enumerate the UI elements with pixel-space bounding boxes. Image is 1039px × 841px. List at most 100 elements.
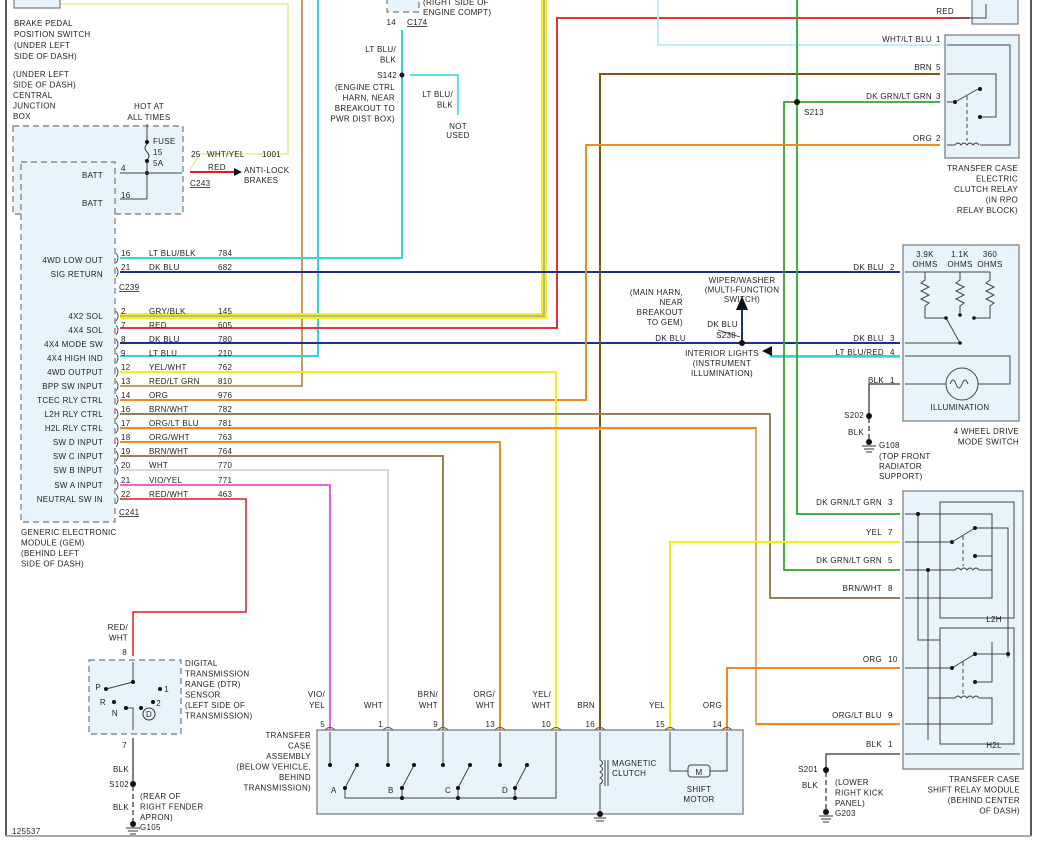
arrow-up-wiper xyxy=(736,296,748,310)
wire-color-label: RED/WHT xyxy=(149,490,188,499)
magnetic-clutch-label: CLUTCH xyxy=(612,769,646,778)
wire-color-label: ORG/WHT xyxy=(149,433,190,442)
gem-pin-label: 4WD OUTPUT xyxy=(47,368,103,377)
resistor-value: OHMS xyxy=(947,260,972,269)
circuit-number: 463 xyxy=(218,490,232,499)
shift-motor-label: SHIFT xyxy=(687,785,712,794)
transfer-case-internals xyxy=(329,732,728,812)
gem-pin-label: TCEC RLY CTRL xyxy=(37,396,103,405)
wire-red-wht-463 xyxy=(120,498,247,656)
wire-color-label: BLK xyxy=(848,428,864,437)
pin-number: 1 xyxy=(378,720,383,729)
connector-pin-symbol xyxy=(115,436,119,448)
s238-location: (MAIN HARN, xyxy=(630,288,683,297)
pin-number: 10 xyxy=(542,720,552,729)
connector-pin-symbol xyxy=(115,380,119,392)
pin-number: 2 xyxy=(121,307,126,316)
arrow-left-interior-lights xyxy=(762,346,772,356)
wire-color-label: LT BLU xyxy=(149,349,177,358)
transfer-case-title: TRANSFER xyxy=(265,731,311,740)
wire-color-label: YEL xyxy=(649,701,665,710)
dtr-sensor xyxy=(88,659,182,735)
wire-color-label: WHT xyxy=(149,461,168,470)
pin-number: 16 xyxy=(121,405,131,414)
wire-vio-yel-771 xyxy=(120,484,331,730)
interior-lights-label: INTERIOR LIGHTS xyxy=(685,349,759,358)
splice-label: S238 xyxy=(716,331,736,340)
arrow-right-abs xyxy=(234,168,242,176)
splice-s142 xyxy=(399,72,405,78)
dtr-title: RANGE (DTR) xyxy=(185,680,241,689)
circuit-number: 682 xyxy=(218,263,232,272)
fuse-15 xyxy=(120,124,182,200)
transfer-case-title: (BELOW VEHICLE, xyxy=(236,763,311,772)
wire-color-label: BLK xyxy=(802,781,818,790)
connector-pin-symbol xyxy=(382,727,394,731)
pin-label: BATT xyxy=(82,199,103,208)
wiper-washer-label: SWITCH) xyxy=(724,295,760,304)
c174-location: ENGINE COMPT) xyxy=(423,8,491,17)
ground-label: G105 xyxy=(140,823,161,832)
gem-pin-label: 4WD LOW OUT xyxy=(42,256,103,265)
pin-number: 13 xyxy=(121,377,131,386)
pin-number: 8 xyxy=(121,335,126,344)
connector-pin-symbol xyxy=(115,450,119,462)
rpo-relay-block-partial xyxy=(971,0,1019,25)
splice-s102 xyxy=(130,781,136,787)
mode-switch-title: 4 WHEEL DRIVE xyxy=(954,427,1019,436)
pin-number: 7 xyxy=(888,528,893,537)
wire-color-label: WHT xyxy=(476,701,495,710)
connector-pin-symbol xyxy=(115,464,119,476)
wire-color-label: YEL xyxy=(866,528,882,537)
connector-pin-symbol xyxy=(115,324,119,336)
circuit-number: 780 xyxy=(218,335,232,344)
connector-label: C241 xyxy=(119,508,140,517)
ground-location: APRON) xyxy=(140,813,173,822)
wire-color-label: BRN/ xyxy=(418,690,439,699)
splice-s202 xyxy=(866,413,872,419)
wire-lt-blu-blk-784 xyxy=(120,30,403,259)
s142-location: BREAKOUT TO xyxy=(335,104,395,113)
clutch-relay-title: (IN RPO xyxy=(986,196,1018,205)
wire-color-label: DK GRN/LT GRN xyxy=(816,556,882,565)
connector-pin-symbol xyxy=(115,266,119,278)
dtr-position-label: D xyxy=(146,710,152,719)
pin-number: 3 xyxy=(936,92,941,101)
pin-number: 8 xyxy=(122,648,127,657)
interior-lights-label: (INSTRUMENT xyxy=(693,359,751,368)
clutch-relay-title: CLUTCH RELAY xyxy=(954,185,1018,194)
cjb-label: CENTRAL xyxy=(13,91,53,100)
dtr-title: (LEFT SIDE OF xyxy=(185,701,245,710)
wire-color-label: DK BLU xyxy=(149,335,180,344)
pin-number: 19 xyxy=(121,447,131,456)
gem-pin-label: BPP SW INPUT xyxy=(42,382,103,391)
diagram-id: 125537 xyxy=(12,827,41,836)
splice-label: S213 xyxy=(804,108,824,117)
wire-color-label: GRY/BLK xyxy=(149,307,186,316)
motor-symbol: M xyxy=(696,768,703,777)
circuit-number: 762 xyxy=(218,363,232,372)
gem-pin-label: SW D INPUT xyxy=(53,438,103,447)
pin-number: 5 xyxy=(936,63,941,72)
gem-title: GENERIC ELECTRONIC xyxy=(21,528,117,537)
dtr-position-label: R xyxy=(100,698,106,707)
pin-number: 14 xyxy=(121,391,131,400)
circuit-number: 605 xyxy=(218,321,232,330)
wiper-washer-label: WIPER/WASHER xyxy=(709,276,776,285)
connector-pin-symbol xyxy=(324,727,336,731)
connector-pin-symbol xyxy=(115,394,119,406)
wire-color-label: LT BLU/RED xyxy=(836,348,885,357)
ground-location: RIGHT KICK xyxy=(835,789,884,798)
splice-label: S201 xyxy=(798,765,818,774)
hot-at-all-times-label: HOT AT xyxy=(134,102,164,111)
switch-label: D xyxy=(502,786,508,795)
pin-number: 16 xyxy=(586,720,596,729)
circuit-number: 770 xyxy=(218,461,232,470)
wire-color-label: WHT xyxy=(419,701,438,710)
pin-number: 9 xyxy=(888,711,893,720)
ground-location: PANEL) xyxy=(835,799,865,808)
wire-lt-blu-blk-branch xyxy=(410,74,459,115)
pin-number: 14 xyxy=(713,720,723,729)
gem-pin-label: SW B INPUT xyxy=(53,466,103,475)
pin-number: 5 xyxy=(888,556,893,565)
